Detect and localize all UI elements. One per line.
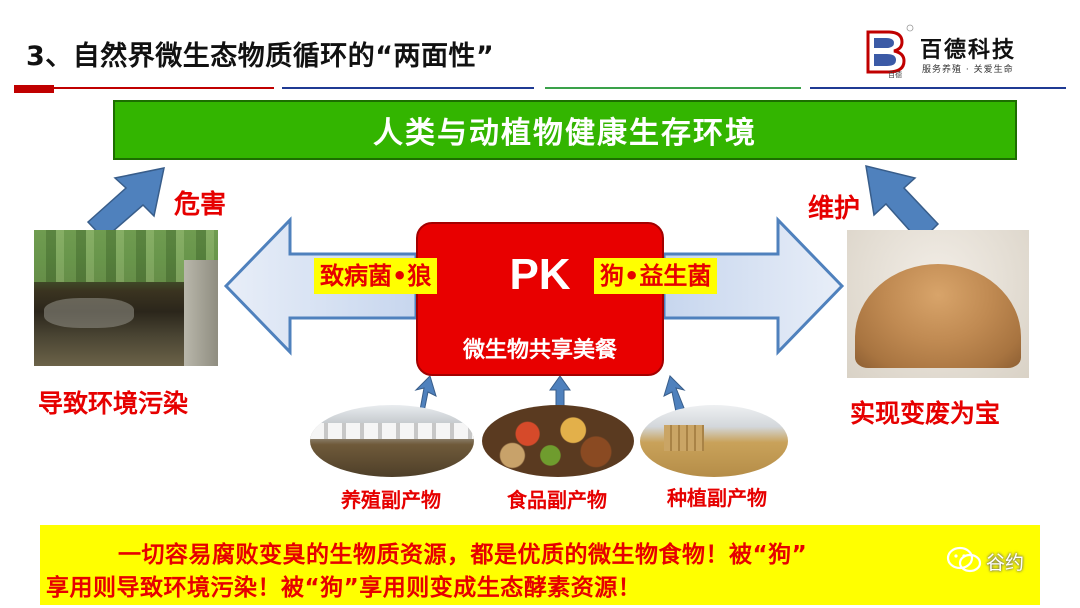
livestock-byproduct-label: 养殖副产物 (316, 484, 466, 513)
pathogen-tag: 致病菌•狼 (314, 258, 437, 294)
food-byproduct-label: 食品副产物 (482, 484, 632, 513)
recycle-caption: 实现变废为宝 (850, 394, 1000, 430)
probiotic-tag: 狗•益生菌 (594, 258, 717, 294)
source-arrow-icon (664, 376, 684, 412)
pk-subtitle: 微生物共享美餐 (418, 332, 662, 364)
harm-label: 危害 (174, 184, 226, 221)
summary-line-1: 一切容易腐败变臭的生物质资源，都是优质的微生物食物！被“狗” (46, 535, 807, 569)
harm-arrow-icon (88, 168, 164, 239)
protect-label: 维护 (808, 188, 860, 225)
pollution-caption: 导致环境污染 (38, 384, 188, 420)
wechat-icon (946, 546, 984, 574)
polluted-site-photo (34, 230, 218, 366)
fermented-feed-photo (847, 230, 1029, 378)
pk-box: PK 微生物共享美餐 (416, 222, 664, 376)
watermark-text: 谷约 (986, 548, 1024, 575)
crop-byproduct-photo (640, 405, 788, 477)
livestock-byproduct-photo (310, 405, 474, 477)
wechat-watermark: 谷约 (946, 546, 1046, 576)
summary-line-2: 享用则导致环境污染！被“狗”享用则变成生态酵素资源！ (46, 568, 641, 602)
food-byproduct-photo (482, 405, 634, 477)
crop-byproduct-label: 种植副产物 (642, 482, 792, 511)
summary-box: 一切容易腐败变臭的生物质资源，都是优质的微生物食物！被“狗” 享用则导致环境污染… (40, 525, 1040, 605)
